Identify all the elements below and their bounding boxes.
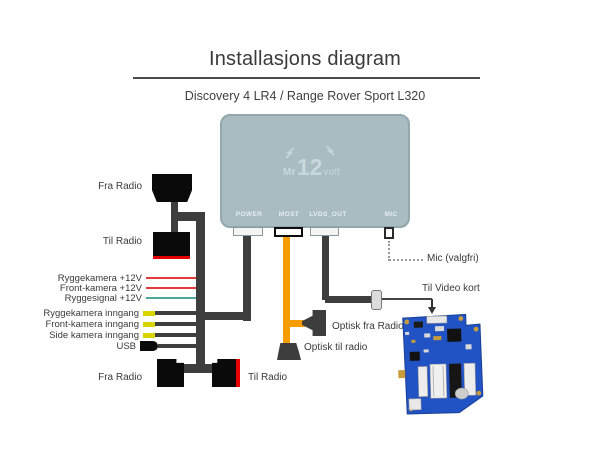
til-radio-bottom-label: Til Radio [248, 372, 288, 383]
title-underline [133, 77, 480, 79]
mic-port-plug [384, 227, 394, 239]
logo-prefix: Mr [283, 167, 296, 178]
trunk-top-elbow-cable [172, 212, 205, 221]
wire-row: Side kamera inngang [28, 329, 196, 341]
usb-connector [140, 341, 158, 351]
wire-label: Ryggekamera +12V [57, 272, 142, 284]
wire-row: Ryggekamera +12V [28, 272, 196, 284]
power-cable-vertical [243, 235, 251, 321]
port-label-lvds-out: LVDS_OUT [309, 211, 347, 218]
til-radio-bottom-connector [212, 359, 236, 387]
main-trunk-cable [196, 212, 205, 372]
lightning-bolt-icon [325, 146, 335, 156]
camera-input-plug [143, 321, 196, 327]
plug-wire [155, 311, 196, 315]
optical-from-connector [302, 310, 326, 336]
fra-radio-bottom-connector [157, 359, 184, 387]
plug-wire [158, 344, 196, 348]
video-label: Til Video kort [422, 283, 480, 294]
video-line [382, 298, 432, 300]
down-arrow-icon [427, 307, 436, 314]
optical-to-connector [277, 343, 301, 360]
til-radio-red-edge [236, 359, 240, 387]
teal-wire [146, 297, 196, 299]
lvds-cable-horizontal [325, 296, 373, 303]
most-port-tab [274, 227, 303, 237]
lvds-port-tab [310, 227, 339, 236]
optical-from-label: Optisk fra Radio [332, 321, 404, 332]
mic-dotted-line-horizontal [389, 259, 423, 261]
wire-label: Front-kamera inngang [45, 318, 139, 330]
page-title: Installasjons diagram [208, 48, 402, 70]
fra-radio-top-label: Fra Radio [98, 181, 142, 192]
wire-label: USB [116, 340, 136, 352]
interface-box [220, 114, 410, 228]
port-label-most: MOST [278, 211, 300, 218]
video-connector [371, 290, 382, 310]
yellow-plug-tip [143, 321, 155, 327]
optical-cable-branch [288, 320, 305, 327]
power-port-tab [233, 227, 263, 236]
yellow-plug-tip [143, 332, 155, 338]
yellow-plug-tip [143, 310, 155, 316]
page-subtitle: Discovery 4 LR4 / Range Rover Sport L320 [184, 89, 426, 103]
usb-plug [140, 341, 196, 351]
mic-dotted-line-vertical [388, 241, 390, 261]
lvds-cable-vertical [322, 235, 329, 300]
port-label-power: POWER [235, 211, 263, 218]
wire-label: Ryggekamera inngang [43, 307, 139, 319]
wire-row: Ryggekamera inngang [28, 307, 196, 319]
til-radio-top-label: Til Radio [102, 236, 142, 247]
video-board-pcb [398, 313, 484, 415]
video-arrow-stem [431, 299, 433, 308]
lightning-bolt-icon [285, 148, 295, 159]
fra-radio-bottom-label: Fra Radio [98, 372, 142, 383]
camera-input-plug [143, 332, 196, 338]
wire-row: USB [28, 340, 196, 352]
red-wire [146, 277, 196, 279]
mic-label: Mic (valgfri) [427, 253, 479, 264]
wire-row: Front-kamera +12V [28, 282, 196, 294]
plug-wire [155, 322, 196, 326]
camera-input-plug [143, 310, 196, 316]
power-cable-horizontal [201, 312, 251, 320]
plug-wire [155, 333, 196, 337]
wire-label: Ryggesignal +12V [64, 292, 142, 304]
pcb-edge-tab [398, 370, 406, 379]
red-wire [146, 287, 196, 289]
port-label-mic: MIC [384, 211, 398, 218]
optical-cable-vertical [283, 235, 290, 347]
bottom-link-cable [183, 364, 213, 373]
fra-radio-top-connector [152, 174, 192, 202]
wire-label: Front-kamera +12V [59, 282, 142, 294]
logo-suffix: volt [323, 167, 341, 178]
logo-number: 12 [296, 154, 323, 180]
wire-row: Front-kamera inngang [28, 318, 196, 330]
wire-label: Side kamera inngang [49, 329, 139, 341]
til-radio-top-connector [153, 232, 190, 259]
wire-row: Ryggesignal +12V [28, 292, 196, 304]
optical-to-label: Optisk til radio [304, 342, 368, 353]
